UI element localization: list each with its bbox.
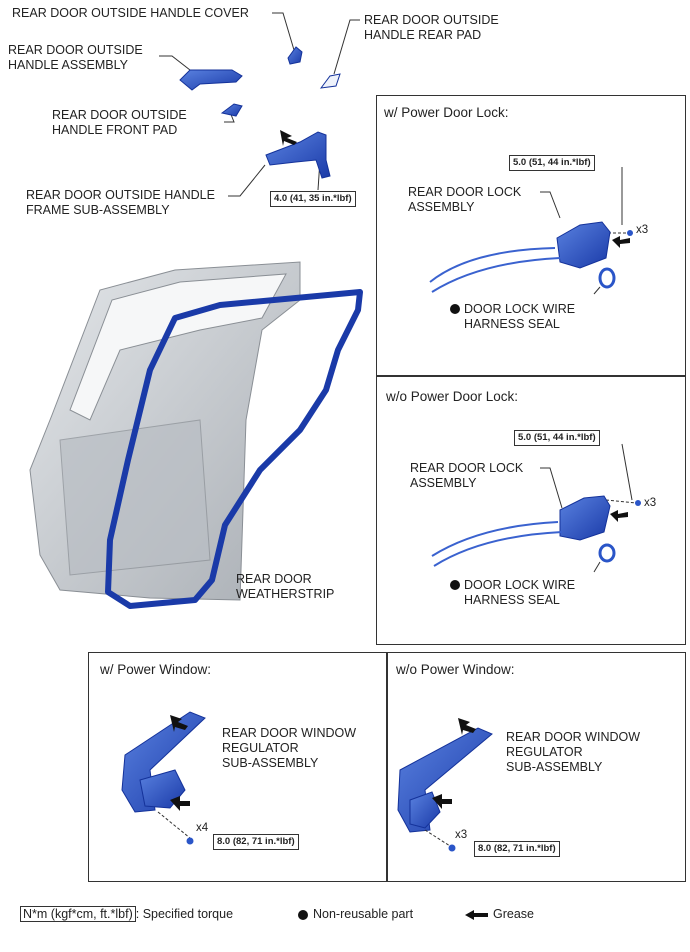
handle-cover-label: REAR DOOR OUTSIDE HANDLE COVER <box>12 6 249 20</box>
handle-cover-part <box>287 46 303 65</box>
lock-art-power <box>429 167 633 295</box>
torque-lock-power: 5.0 (51, 44 in.*lbf) <box>509 155 595 171</box>
seal-label-no-power-line2: HARNESS SEAL <box>464 593 560 607</box>
lock-art-no-power <box>431 443 641 573</box>
regulator-label-no-power-line1: REAR DOOR WINDOW <box>506 730 641 744</box>
regulator-label-no-power-line3: SUB-ASSEMBLY <box>506 760 603 774</box>
handle-front-pad-line1: REAR DOOR OUTSIDE <box>52 108 187 122</box>
regulator-label-no-power: REAR DOOR WINDOW REGULATOR SUB-ASSEMBLY <box>506 730 640 775</box>
handle-assembly-line1: REAR DOOR OUTSIDE <box>8 43 143 57</box>
weatherstrip-line1: REAR DOOR <box>236 572 312 586</box>
seal-label-power: DOOR LOCK WIRE HARNESS SEAL <box>450 302 576 332</box>
qty-lock-power: x3 <box>636 224 649 236</box>
handle-front-pad-label: REAR DOOR OUTSIDE HANDLE FRONT PAD <box>52 108 187 138</box>
lock-label-no-power: REAR DOOR LOCK ASSEMBLY <box>410 461 523 491</box>
handle-frame-part <box>265 131 331 179</box>
regulator-art-no-power <box>397 718 493 852</box>
regulator-label-power-line3: SUB-ASSEMBLY <box>222 756 319 770</box>
qty-regulator-power: x4 <box>196 822 209 834</box>
seal-label-power-line1: DOOR LOCK WIRE <box>464 302 576 316</box>
torque-regulator-power: 8.0 (82, 71 in.*lbf) <box>213 834 299 850</box>
handle-assembly-label: REAR DOOR OUTSIDE HANDLE ASSEMBLY <box>8 43 143 73</box>
lock-label-power-line1: REAR DOOR LOCK <box>408 185 522 199</box>
legend-torque-unit: N*m (kgf*cm, ft.*lbf) <box>20 906 136 922</box>
handle-frame-line2: FRAME SUB-ASSEMBLY <box>26 203 170 217</box>
regulator-label-power: REAR DOOR WINDOW REGULATOR SUB-ASSEMBLY <box>222 726 356 771</box>
regulator-label-no-power-line2: REGULATOR <box>506 745 583 759</box>
seal-label-power-line2: HARNESS SEAL <box>464 317 560 331</box>
qty-lock-no-power: x3 <box>644 497 657 509</box>
handle-frame-label: REAR DOOR OUTSIDE HANDLE FRAME SUB-ASSEM… <box>26 188 215 218</box>
legend-torque-text: : Specified torque <box>135 907 234 921</box>
torque-regulator-no-power: 8.0 (82, 71 in.*lbf) <box>474 841 560 857</box>
handle-front-pad-part <box>220 103 243 117</box>
handle-rear-pad-line1: REAR DOOR OUTSIDE <box>364 13 499 27</box>
lock-label-power-line2: ASSEMBLY <box>408 200 475 214</box>
handle-front-pad-line2: HANDLE FRONT PAD <box>52 123 178 137</box>
door-inner-panel <box>59 419 211 576</box>
panel-power-door-lock-title: w/ Power Door Lock: <box>384 105 509 120</box>
seal-label-power-line1-wrap: DOOR LOCK WIRE <box>450 302 576 317</box>
panel-no-power-door-lock <box>376 375 686 645</box>
grease-arrow-icon <box>465 910 488 920</box>
seal-label-no-power: DOOR LOCK WIRE HARNESS SEAL <box>450 578 576 608</box>
nonreusable-dot-icon <box>298 910 308 920</box>
panel-no-power-window-title: w/o Power Window: <box>396 662 515 677</box>
panel-no-power-window <box>386 652 686 882</box>
nonreusable-mark-icon <box>450 304 460 314</box>
weatherstrip-label: REAR DOOR WEATHERSTRIP <box>236 572 334 602</box>
legend-nonreusable-text: Non-reusable part <box>313 907 414 921</box>
panel-power-window <box>88 652 388 882</box>
torque-frame: 4.0 (41, 35 in.*lbf) <box>270 191 356 207</box>
door-window-frame <box>69 273 287 421</box>
handle-assembly-part <box>179 69 243 91</box>
panel-no-power-door-lock-title: w/o Power Door Lock: <box>386 389 519 404</box>
handle-rear-pad-label: REAR DOOR OUTSIDE HANDLE REAR PAD <box>364 13 499 43</box>
torque-lock-no-power: 5.0 (51, 44 in.*lbf) <box>514 430 600 446</box>
legend-grease-text: Grease <box>493 907 534 921</box>
handle-rear-pad-part <box>319 73 341 89</box>
legend-torque: N*m (kgf*cm, ft.*lbf): Specified torque <box>20 906 234 922</box>
handle-rear-pad-line2: HANDLE REAR PAD <box>364 28 482 42</box>
lock-label-no-power-line2: ASSEMBLY <box>410 476 477 490</box>
weatherstrip-part <box>105 289 363 609</box>
handle-assembly-line2: HANDLE ASSEMBLY <box>8 58 128 72</box>
seal-label-no-power-line1: DOOR LOCK WIRE <box>464 578 576 592</box>
weatherstrip-line2: WEATHERSTRIP <box>236 587 335 601</box>
regulator-label-power-line2: REGULATOR <box>222 741 299 755</box>
lock-label-no-power-line1: REAR DOOR LOCK <box>410 461 524 475</box>
panel-power-door-lock <box>376 95 686 377</box>
grease-arrow-frame <box>280 130 297 146</box>
lock-label-power: REAR DOOR LOCK ASSEMBLY <box>408 185 521 215</box>
nonreusable-mark-icon <box>450 580 460 590</box>
panel-power-window-title: w/ Power Window: <box>100 662 212 677</box>
qty-regulator-no-power: x3 <box>455 829 468 841</box>
regulator-label-power-line1: REAR DOOR WINDOW <box>222 726 357 740</box>
regulator-art-power <box>121 711 206 845</box>
handle-frame-line1: REAR DOOR OUTSIDE HANDLE <box>26 188 215 202</box>
seal-label-no-power-line1-wrap: DOOR LOCK WIRE <box>450 578 576 593</box>
